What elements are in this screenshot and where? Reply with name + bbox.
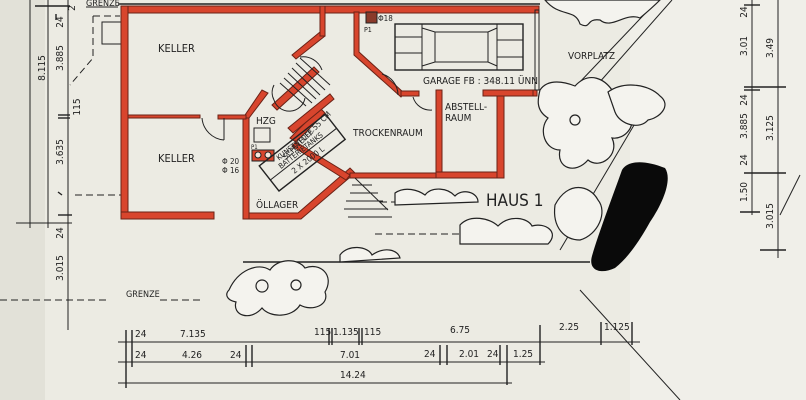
svg-text:3.49: 3.49 <box>765 38 776 58</box>
room-keller-upper: KELLER <box>158 42 195 55</box>
svg-text:24: 24 <box>424 349 436 360</box>
chimney-keller-label-a: Φ 20 <box>222 157 240 166</box>
boundary-label-top: GRENZE <box>86 0 120 9</box>
svg-text:1.125: 1.125 <box>604 322 630 333</box>
room-abstellraum-1: ABSTELL- <box>445 102 487 113</box>
svg-text:3.125: 3.125 <box>765 115 776 141</box>
svg-text:4.26: 4.26 <box>182 350 202 361</box>
house-title: HAUS 1 <box>486 191 543 211</box>
svg-text:24: 24 <box>230 350 242 361</box>
svg-text:3.885: 3.885 <box>739 113 750 139</box>
room-vorplatz: VORPLATZ <box>568 51 615 62</box>
room-keller-lower: KELLER <box>158 152 195 165</box>
svg-text:1.135: 1.135 <box>333 327 359 338</box>
dim-total-width: 14.24 <box>340 370 366 381</box>
svg-text:24: 24 <box>135 350 147 361</box>
svg-text:2.25: 2.25 <box>559 322 579 333</box>
svg-text:24: 24 <box>55 16 66 28</box>
boundary-label-bottom: GRENZE <box>126 290 160 300</box>
svg-text:3.015: 3.015 <box>55 255 66 281</box>
right-dimensions: 24 3.01 24 3.885 24 1.50 3.015 3.49 3.12… <box>739 0 786 258</box>
doors <box>201 73 433 141</box>
svg-text:115: 115 <box>314 327 331 338</box>
room-oellager: ÖLLAGER <box>256 198 298 211</box>
svg-text:24: 24 <box>135 329 147 340</box>
left-dimensions: 8.115 2 24 3.885 115 3.635 24 3.015 <box>16 0 83 330</box>
svg-text:24: 24 <box>487 349 499 360</box>
svg-text:3.01: 3.01 <box>739 36 750 56</box>
chimney-top-label: Φ18 <box>378 14 393 23</box>
svg-text:24: 24 <box>739 94 750 106</box>
svg-text:2.01: 2.01 <box>459 349 479 360</box>
svg-text:3.015: 3.015 <box>765 203 776 229</box>
room-garage: GARAGE FB : 348.11 ÜNN <box>423 74 538 87</box>
svg-text:24: 24 <box>739 154 750 166</box>
svg-text:3.885: 3.885 <box>55 45 66 71</box>
svg-text:3.635: 3.635 <box>55 139 66 165</box>
bottom-dimensions: 24 7.135 115 1.135 115 6.75 2.25 1.125 2… <box>118 322 640 388</box>
svg-text:P1: P1 <box>364 26 372 34</box>
svg-text:24: 24 <box>739 6 750 18</box>
svg-text:1.50: 1.50 <box>739 182 750 202</box>
svg-text:6.75: 6.75 <box>450 325 470 336</box>
room-abstellraum-2: RAUM <box>445 113 471 124</box>
svg-text:2: 2 <box>67 5 78 11</box>
car-outline <box>394 23 524 71</box>
stairs-internal <box>279 56 331 107</box>
svg-text:115: 115 <box>72 98 83 115</box>
walls <box>120 5 540 220</box>
redaction-mark <box>591 162 668 272</box>
svg-text:P1: P1 <box>251 144 258 151</box>
room-hzg: HZG <box>256 116 276 127</box>
svg-text:1.25: 1.25 <box>513 349 533 360</box>
svg-text:115: 115 <box>364 327 381 338</box>
room-trockenraum: TROCKENRAUM <box>352 128 423 139</box>
chimney-keller-label-b: Φ 16 <box>222 166 240 175</box>
landscaping-shrubs <box>226 0 666 317</box>
svg-text:7.135: 7.135 <box>180 329 206 340</box>
svg-text:24: 24 <box>55 227 66 239</box>
dim-left-outer: 8.115 <box>37 55 48 81</box>
svg-text:7.01: 7.01 <box>340 350 360 361</box>
